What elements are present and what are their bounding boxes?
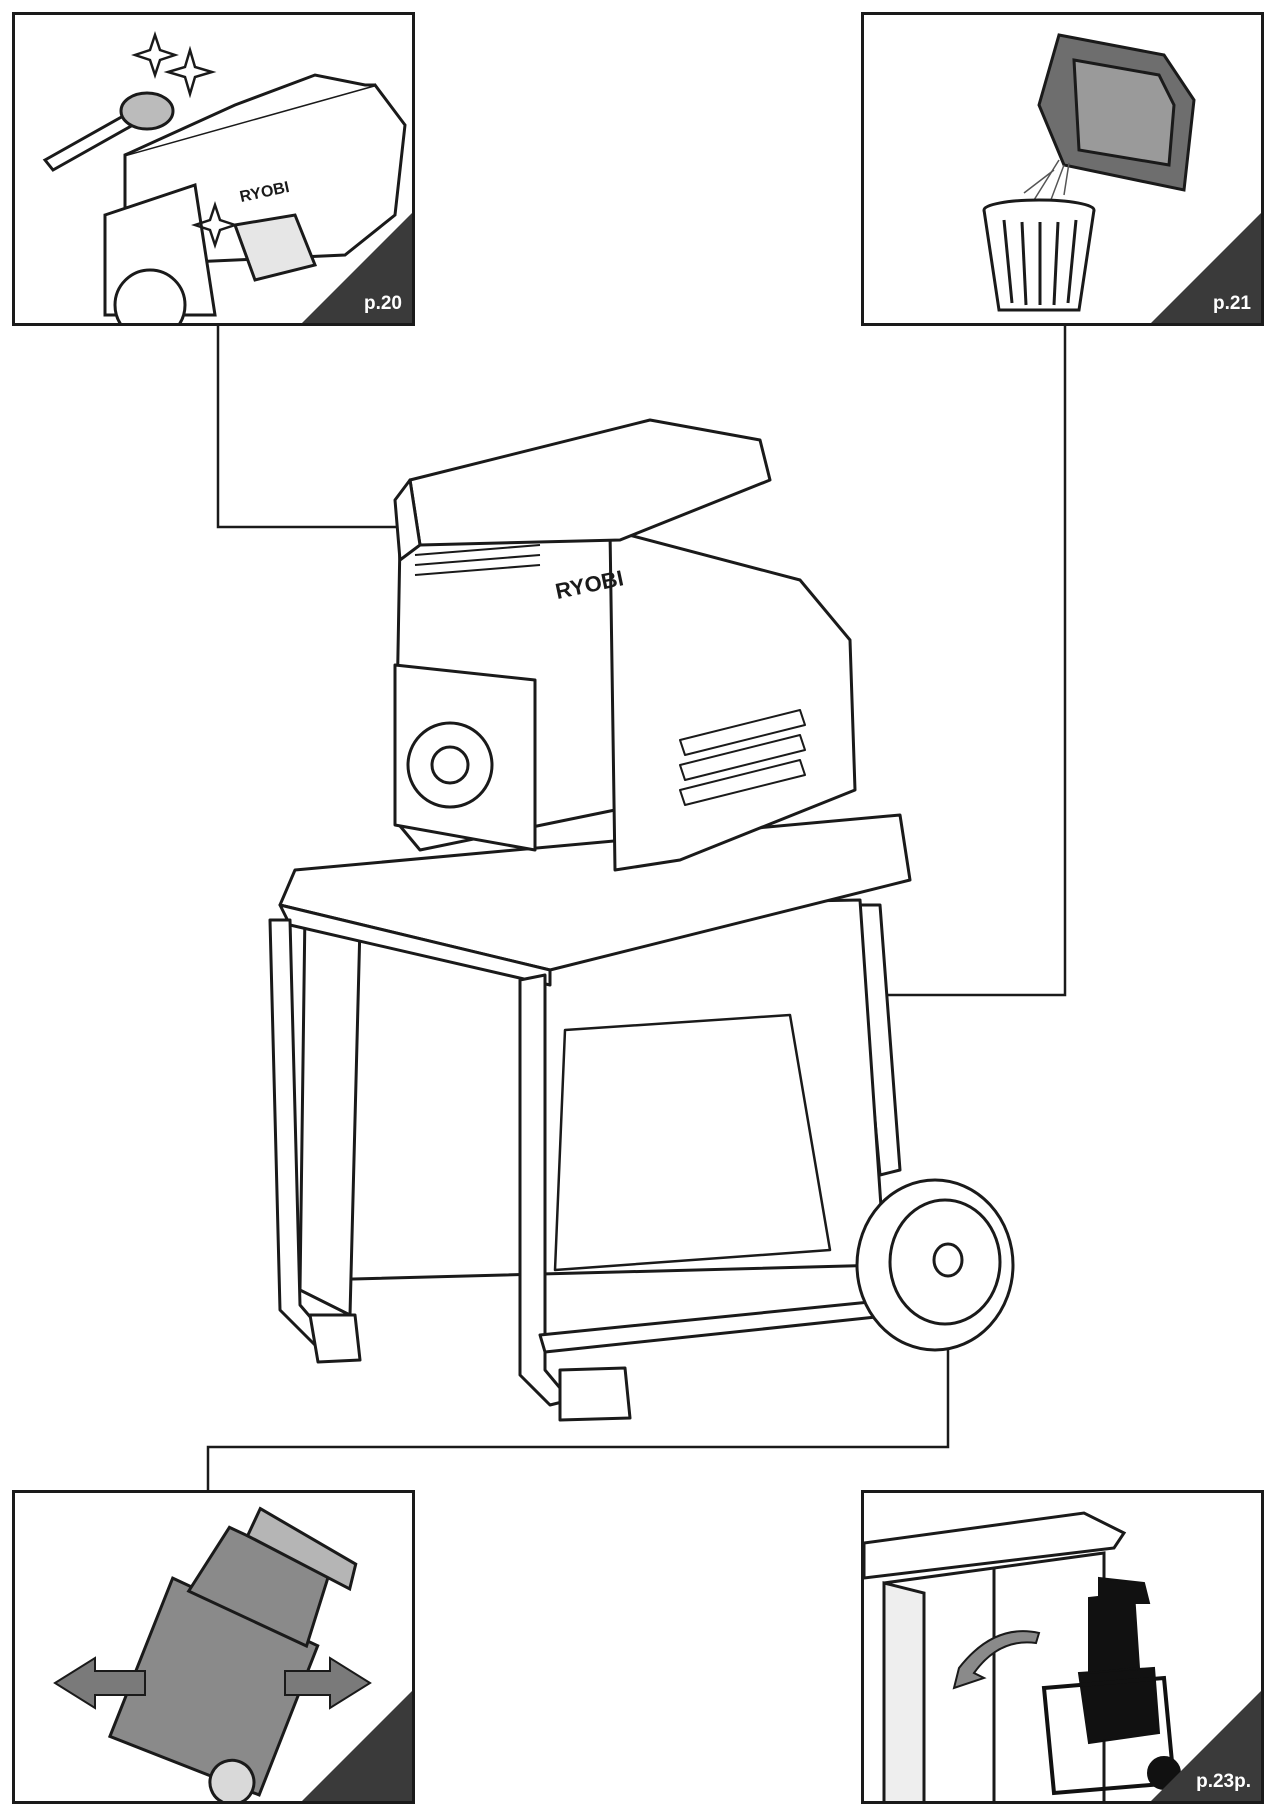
door-arrow-icon: [952, 1630, 1041, 1690]
page-ref-tag: [302, 1691, 412, 1801]
collection-box-icon: [1037, 33, 1196, 192]
brush-icon: [42, 91, 175, 172]
page-ref-label: p.23p.: [1196, 1771, 1251, 1792]
page-ref-tag: p.21: [1151, 213, 1261, 323]
debris-icon: [1023, 159, 1070, 206]
leader-line-emptying: [830, 325, 1067, 997]
arrow-left-icon: [53, 1656, 146, 1710]
foot-right: [558, 1366, 632, 1422]
leader-line-cleaning: [216, 325, 455, 529]
trash-bin-icon: [982, 198, 1096, 312]
page-ref-label: p.20: [363, 293, 402, 314]
leader-line-transport: [206, 1345, 950, 1490]
page-ref-tag: p.20: [302, 213, 412, 323]
tilted-shredder-icon: [107, 1506, 358, 1801]
page-ref-tag: p.23p.: [1151, 1691, 1261, 1801]
handle: [408, 418, 772, 547]
leader-lines: [206, 325, 1067, 1490]
box-window: [553, 1013, 832, 1272]
emptying-illustration: [982, 33, 1196, 312]
panel-storage: p.23p.: [861, 1490, 1264, 1804]
panel-emptying: p.21: [861, 12, 1264, 326]
shed-icon: [864, 1511, 1127, 1801]
top-deck: [278, 813, 912, 972]
foot-left: [308, 1313, 362, 1364]
vent-grille-top: [414, 544, 541, 576]
page-ref-label: p.21: [1212, 293, 1251, 314]
sparkle-icons: [131, 31, 239, 249]
transport-illustration: [53, 1506, 372, 1801]
panel-cleaning: RYOBI p.20: [12, 12, 415, 326]
panel-transport: [12, 1490, 415, 1804]
